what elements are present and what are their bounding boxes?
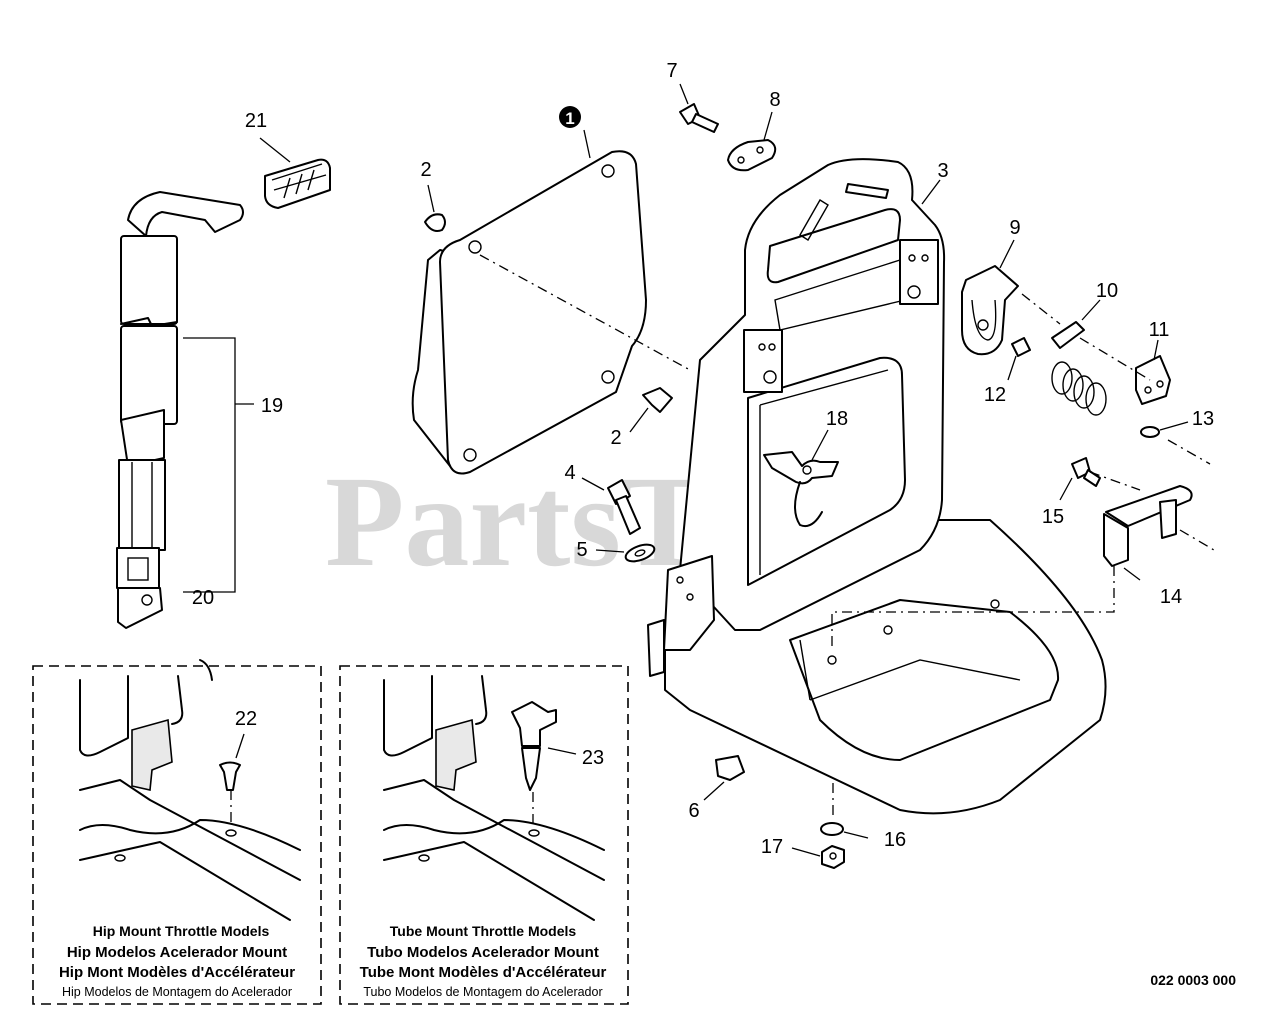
- hip-mount-inset-border: [32, 665, 322, 1005]
- nut-parts-drawing: [715, 755, 845, 869]
- part-label-8: 8: [769, 89, 780, 111]
- part-number-labels: 1 2 2 3 4 5 6 7 8 9 10 11 12 13 14 15 16…: [192, 60, 1214, 858]
- part-label-14: 14: [1160, 586, 1182, 608]
- part-label-2-bottom: 2: [610, 427, 621, 449]
- mount-bracket-drawing: [1071, 457, 1193, 567]
- tube-mount-inset-border: [339, 665, 629, 1005]
- part-label-20: 20: [192, 587, 214, 609]
- part-label-9: 9: [1009, 217, 1020, 239]
- part-label-23: 23: [582, 747, 604, 769]
- hip-mount-inset: Hip Mount Throttle Models Hip Modelos Ac…: [32, 659, 322, 1005]
- part-label-4: 4: [564, 462, 575, 484]
- part-label-11: 11: [1149, 319, 1170, 341]
- part-label-2-top: 2: [420, 159, 431, 181]
- drawing-code: 022 0003 000: [1150, 972, 1236, 988]
- throttle-clip-parts-drawing: [961, 265, 1171, 438]
- assembly-lines: [479, 254, 1215, 815]
- part-label-12: 12: [984, 384, 1006, 406]
- part-label-3: 3: [937, 160, 948, 182]
- part-label-16: 16: [884, 829, 906, 851]
- part-label-18: 18: [826, 408, 848, 430]
- part-label-17: 17: [761, 836, 783, 858]
- screw-plate-drawing: [679, 103, 777, 172]
- backpack-frame-drawing: [647, 158, 1107, 815]
- tube-caption-1: Tube Mount Throttle Models: [390, 923, 577, 939]
- part-label-1: 1: [565, 109, 574, 128]
- part-label-19: 19: [261, 395, 283, 417]
- hip-caption-2: Hip Modelos Acelerador Mount: [67, 944, 287, 961]
- part-label-21: 21: [245, 110, 267, 132]
- tube-caption-3: Tube Mont Modèles d'Accélérateur: [360, 964, 607, 981]
- leader-lines: [183, 83, 1189, 857]
- part-label-10: 10: [1096, 280, 1118, 302]
- tube-caption-4: Tubo Modelos de Montagem do Acelerador: [363, 985, 602, 999]
- part-label-6: 6: [688, 800, 699, 822]
- part-1-marker: [559, 106, 581, 128]
- hip-caption-1: Hip Mount Throttle Models: [93, 923, 270, 939]
- part-label-13: 13: [1192, 408, 1214, 430]
- hip-caption-3: Hip Mont Modèles d'Accélérateur: [59, 964, 295, 981]
- part-label-5: 5: [576, 539, 587, 561]
- shoulder-strap-drawing: [116, 191, 244, 629]
- plug-drawing: [424, 213, 673, 413]
- buckle-drawing: [264, 158, 331, 209]
- cover-plate-drawing: [411, 150, 647, 475]
- bolt-washer-drawing: [607, 479, 656, 563]
- tube-mount-inset: Tube Mount Throttle Models Tubo Modelos …: [339, 665, 629, 1005]
- hip-caption-4: Hip Modelos de Montagem do Acelerador: [62, 985, 292, 999]
- part-label-22: 22: [235, 708, 257, 730]
- tube-caption-2: Tubo Modelos Acelerador Mount: [367, 944, 599, 961]
- part-label-15: 15: [1042, 506, 1064, 528]
- wing-knob-drawing: [763, 451, 839, 528]
- part-label-7: 7: [666, 60, 677, 82]
